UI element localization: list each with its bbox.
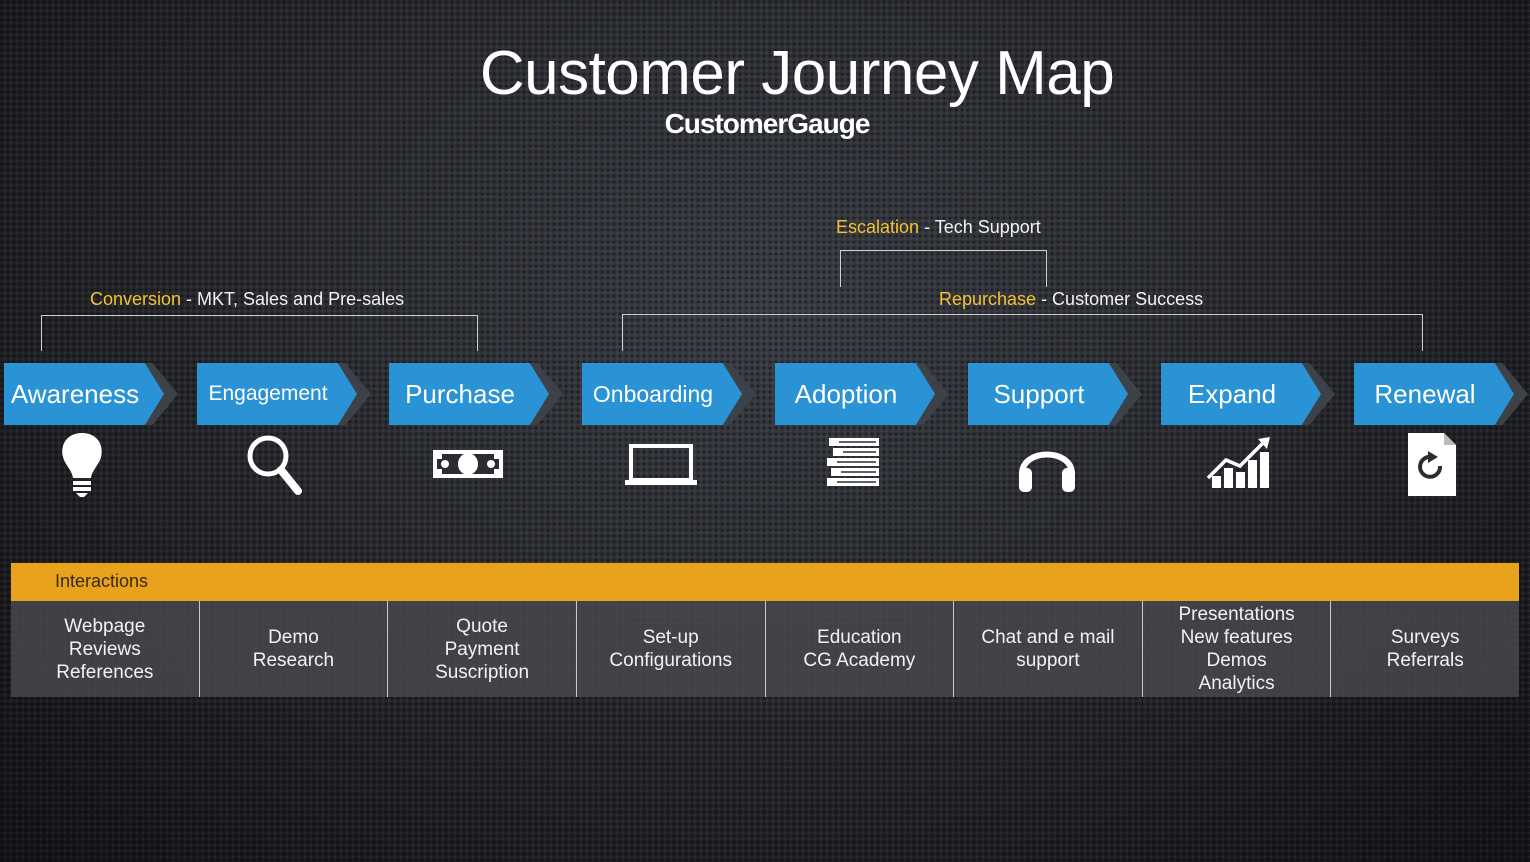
- escalation-text: - Tech Support: [919, 217, 1041, 237]
- renew-document-icon: [1408, 433, 1456, 496]
- interaction-cell-support: Chat and e mail support: [953, 601, 1142, 697]
- conversion-key: Conversion: [90, 289, 182, 309]
- conversion-bracket: [41, 315, 478, 351]
- escalation-bracket: [840, 250, 1047, 287]
- stage-label: Adoption: [794, 378, 898, 409]
- escalation-key: Escalation: [836, 217, 920, 237]
- headphones-icon: [1019, 451, 1075, 492]
- conversion-text: - MKT, Sales and Pre-sales: [181, 289, 405, 309]
- stage-label: Purchase: [405, 378, 515, 409]
- stage-adoption: Adoption: [775, 363, 949, 425]
- stage-support: Support: [968, 363, 1142, 425]
- books-icon: [827, 438, 879, 486]
- stage-label: Support: [993, 378, 1085, 409]
- money-icon: [433, 450, 503, 478]
- escalation-label: Escalation - Tech Support: [836, 217, 1041, 238]
- interaction-cell-renewal: Surveys Referrals: [1330, 601, 1519, 697]
- stage-renewal: Renewal: [1354, 363, 1528, 425]
- growth-chart-icon: [1206, 437, 1270, 488]
- interaction-cell-purchase: Quote Payment Suscription: [387, 601, 576, 697]
- interactions-header-bar: Interactions: [11, 563, 1519, 601]
- stage-label: Expand: [1187, 378, 1277, 409]
- magnifier-icon: [247, 435, 302, 495]
- brand-logo-text: CustomerGauge: [664, 108, 871, 139]
- stage-label: Renewal: [1374, 378, 1476, 409]
- repurchase-bracket: [622, 314, 1423, 351]
- interactions-row: Webpage Reviews References Demo Research…: [11, 601, 1519, 697]
- interaction-cell-engagement: Demo Research: [198, 601, 388, 697]
- laptop-icon: [625, 444, 697, 485]
- stage-label: Awareness: [10, 378, 140, 409]
- repurchase-text: - Customer Success: [1036, 289, 1204, 309]
- interaction-cell-awareness: Webpage Reviews References: [11, 601, 199, 697]
- page-title: Customer Journey Map: [479, 39, 1115, 108]
- conversion-label: Conversion - MKT, Sales and Pre-sales: [90, 289, 404, 310]
- interactions-label: Interactions: [55, 571, 149, 591]
- lightbulb-icon: [62, 433, 102, 497]
- stage-awareness: Awareness: [4, 363, 178, 425]
- interaction-cell-onboarding: Set-up Configurations: [575, 601, 765, 697]
- stage-expand: Expand: [1161, 363, 1335, 425]
- stage-purchase: Purchase: [389, 363, 563, 425]
- stage-label: Onboarding: [592, 380, 714, 407]
- stage-label: Engagement: [208, 382, 328, 405]
- stage-engagement: Engagement: [197, 363, 371, 425]
- stage-onboarding: Onboarding: [582, 363, 756, 425]
- interaction-cell-adoption: Education CG Academy: [764, 601, 954, 697]
- repurchase-label: Repurchase - Customer Success: [939, 289, 1203, 310]
- interaction-cell-expand: Presentations New features Demos Analyti…: [1141, 601, 1331, 697]
- repurchase-key: Repurchase: [939, 289, 1037, 309]
